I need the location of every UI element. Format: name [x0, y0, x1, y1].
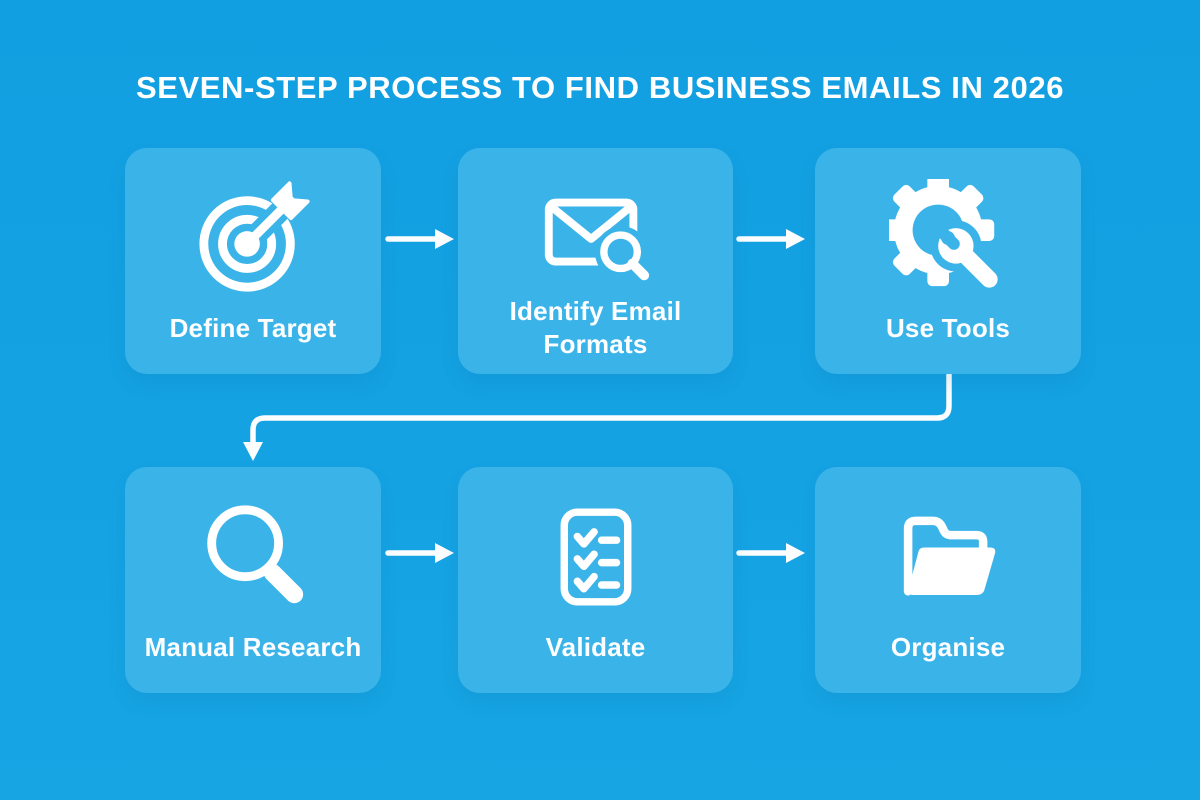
step-label: Identify Email Formats [509, 296, 682, 359]
step-card-define-target: Define Target [125, 148, 381, 374]
step-card-organise: Organise [815, 467, 1081, 693]
arrow-step5-step6 [736, 543, 805, 563]
arrow-step2-step3 [736, 229, 805, 249]
page-title: SEVEN-STEP PROCESS TO FIND BUSINESS EMAI… [135, 70, 1065, 105]
folder-icon [903, 516, 996, 596]
step-label: Use Tools [885, 312, 1011, 343]
target-icon [199, 179, 312, 292]
email-search-icon [544, 198, 655, 290]
checklist-icon [560, 508, 631, 606]
step-label: Manual Research [144, 631, 362, 662]
step-label: Organise [890, 631, 1006, 662]
arrow-step1-step2 [385, 229, 454, 249]
step-card-use-tools: Use Tools [815, 148, 1081, 374]
step-card-validate: Validate [458, 467, 733, 693]
step-card-manual-research: Manual Research [125, 467, 381, 693]
gear-wrench-icon [889, 179, 1007, 297]
step-label: Define Target [169, 312, 337, 343]
arrow-step4-step5 [385, 543, 454, 563]
step-card-identify-email-formats: Identify Email Formats [458, 148, 733, 374]
magnifier-icon [207, 505, 304, 604]
step-label: Validate [545, 631, 646, 662]
arrow-step3-step4-elbow [243, 372, 952, 461]
